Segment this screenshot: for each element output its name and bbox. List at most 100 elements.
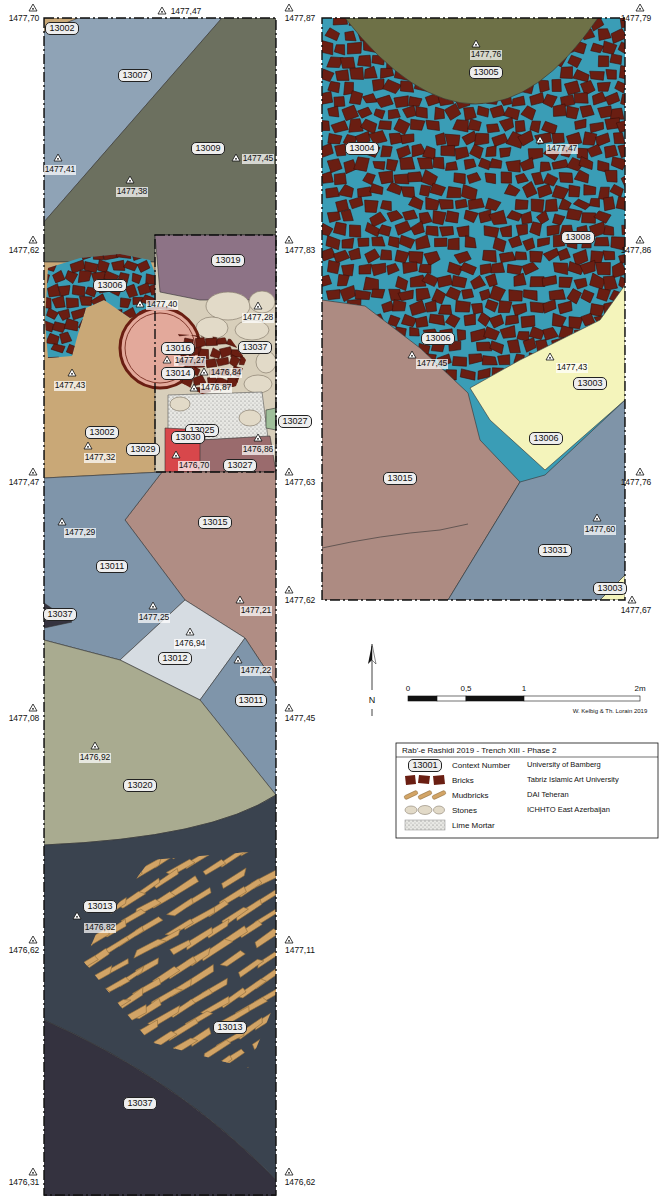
mudbrick — [201, 996, 229, 1014]
brick — [569, 185, 580, 197]
brick — [590, 122, 604, 133]
brick — [426, 197, 440, 210]
brick — [205, 338, 217, 346]
context-number: 13037 — [43, 608, 76, 621]
context-number-text: 13011 — [239, 695, 263, 705]
stone — [249, 291, 275, 313]
brick — [552, 133, 565, 143]
survey-point — [285, 704, 293, 711]
brick — [598, 29, 611, 41]
brick — [112, 260, 125, 270]
survey-point — [136, 300, 144, 307]
brick — [322, 91, 333, 105]
brick — [455, 147, 469, 160]
brick — [410, 327, 420, 336]
brick — [612, 262, 625, 278]
context-number-text: 13037 — [127, 1098, 152, 1108]
brick — [500, 326, 515, 339]
brick — [66, 298, 78, 308]
mudbrick — [98, 1000, 131, 1018]
context-number-text: 13003 — [597, 583, 622, 593]
elevation-label: 1477,45 — [242, 154, 275, 164]
mudbrick — [154, 869, 179, 889]
context-number: 13009 — [191, 142, 224, 155]
brick — [123, 261, 137, 271]
brick — [106, 323, 118, 333]
scale-bar — [524, 696, 640, 701]
brick — [67, 247, 77, 257]
survey-point — [285, 468, 293, 475]
brick — [387, 182, 402, 195]
brick — [465, 236, 476, 248]
brick — [380, 250, 391, 260]
institution-name: Tabriz Islamic Art University — [526, 776, 620, 785]
brick — [437, 275, 453, 287]
brick — [574, 278, 587, 289]
elevation-label: 1477,40 — [146, 300, 179, 310]
brick — [509, 290, 523, 301]
brick — [462, 289, 474, 299]
brick — [408, 172, 423, 182]
brick — [326, 290, 340, 300]
brick — [553, 104, 566, 117]
mudbrick — [68, 857, 95, 876]
survey-point — [236, 596, 244, 603]
brick — [457, 226, 469, 237]
brick — [354, 157, 370, 172]
brick — [347, 42, 361, 54]
brick — [538, 184, 553, 198]
context-number: 13031 — [538, 544, 571, 557]
brick — [616, 196, 625, 210]
legend-text: Lime Mortar — [452, 821, 495, 830]
brick — [499, 118, 513, 132]
context-number: 13003 — [573, 377, 606, 390]
brick — [455, 199, 467, 209]
scale-bar — [466, 696, 524, 701]
context-number: 13027 — [278, 415, 311, 428]
context-number: 13019 — [211, 254, 244, 267]
stone — [244, 375, 272, 393]
brick — [326, 187, 340, 198]
brick — [436, 133, 446, 145]
legend-text: Bricks — [452, 776, 474, 785]
layer-13037 — [44, 1020, 276, 1196]
brick — [478, 312, 491, 326]
brick — [403, 262, 418, 274]
brick — [322, 40, 333, 55]
brick — [200, 327, 211, 337]
brick — [411, 221, 425, 235]
brick — [532, 172, 544, 185]
mudbrick — [122, 870, 143, 887]
brick — [403, 210, 418, 220]
brick — [558, 301, 572, 314]
survey-point — [29, 936, 37, 943]
brick — [328, 106, 339, 117]
brick — [379, 171, 394, 184]
brick — [371, 289, 385, 298]
brick-sample — [418, 775, 430, 784]
mudbrick — [258, 949, 276, 969]
survey-point — [152, 606, 154, 608]
brick — [455, 301, 470, 313]
brick — [355, 290, 370, 300]
brick — [372, 237, 385, 246]
brick — [331, 121, 348, 133]
brick — [334, 97, 345, 107]
context-number: 13037 — [238, 341, 271, 354]
context-number-text: 13005 — [473, 67, 498, 77]
brick — [506, 160, 520, 172]
brick — [322, 69, 334, 82]
context-number-text: 13014 — [165, 368, 190, 378]
brick — [594, 211, 611, 223]
brick — [552, 160, 569, 170]
mudbrick — [98, 840, 131, 860]
brick — [424, 251, 440, 265]
brick — [195, 338, 206, 348]
brick — [594, 237, 609, 246]
context-number: 13020 — [123, 779, 156, 792]
brick — [66, 344, 80, 355]
trench-outline — [322, 18, 625, 600]
legend-text: Mudbricks — [452, 791, 488, 800]
mudbrick — [166, 1058, 197, 1079]
brick — [120, 298, 131, 308]
